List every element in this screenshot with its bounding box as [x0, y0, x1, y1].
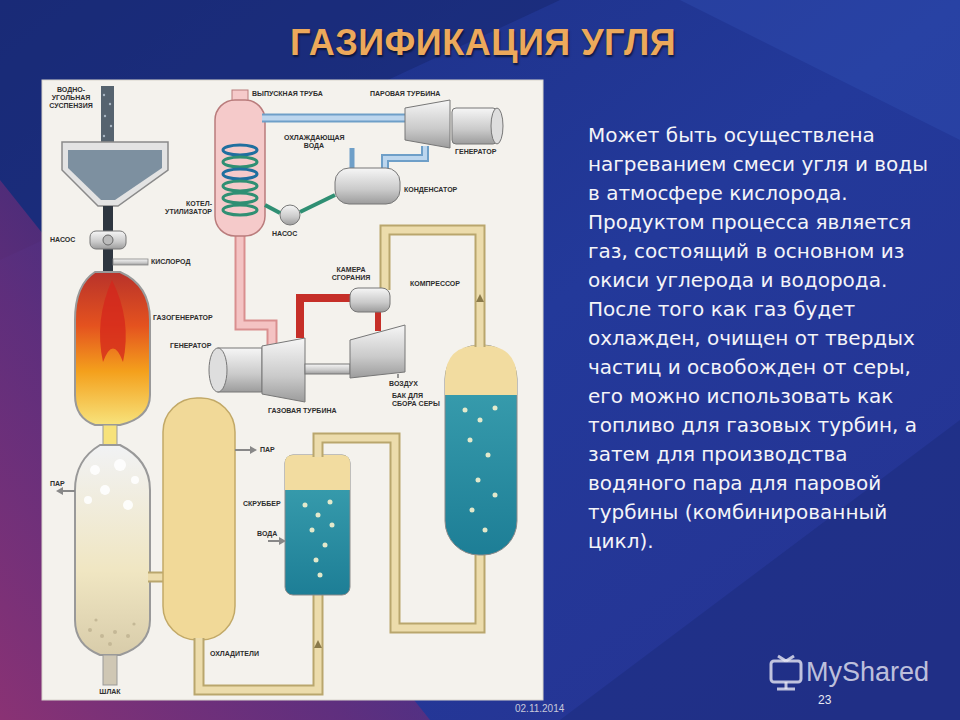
paragraph-text: Продуктом процесса является газ, состоящ…: [588, 208, 928, 295]
caption-label: ГЕНЕРАТОР: [170, 342, 211, 350]
caption-label: КОТЕЛ-УТИЛИЗАТОР: [160, 200, 212, 216]
text-column: Может быть осуществлена нагреванием смес…: [588, 121, 928, 556]
caption-label: ГАЗОГЕНЕРАТОР: [153, 314, 213, 322]
caption-label: НАСОС: [50, 236, 75, 244]
caption-label: КОМПРЕССОР: [410, 280, 460, 288]
caption-label: ГЕНЕРАТОР: [455, 148, 496, 156]
caption-label: ВЫПУСКНАЯ ТРУБА: [252, 90, 323, 98]
slide-title: ГАЗИФИКАЦИЯ УГЛЯ: [290, 22, 676, 64]
watermark: MyShared: [806, 656, 929, 688]
caption-label: ШЛАК: [98, 688, 122, 696]
paragraph-text: После того как газ будет охлажден, очище…: [588, 295, 928, 556]
caption-label: ОХЛАДИТЕЛИ: [210, 650, 259, 658]
slide-number: 23: [818, 693, 831, 707]
caption-label: КАМЕРА СГОРАНИЯ: [328, 266, 374, 282]
caption-label: ГАЗОВАЯ ТУРБИНА: [268, 407, 337, 415]
caption-label: ВОЗДУХ: [389, 380, 418, 388]
watermark-icon: [771, 656, 801, 689]
caption-label: ПАР: [50, 480, 65, 488]
caption-label: КОНДЕНСАТОР: [404, 186, 457, 194]
caption-label: ПАР: [260, 446, 275, 454]
paragraph-text: Может быть осуществлена нагреванием смес…: [588, 121, 928, 208]
caption-label: КИСЛОРОД: [151, 258, 190, 266]
caption-label: ОХЛАЖДАЮЩАЯ ВОДА: [284, 134, 344, 150]
caption-label: ВОДНО-УГОЛЬНАЯ СУСПЕНЗИЯ: [46, 86, 96, 110]
date-footer: 02.11.2014: [515, 703, 564, 715]
caption-label: ПАРОВАЯ ТУРБИНА: [370, 90, 440, 98]
caption-label: БАК ДЛЯ СБОРА СЕРЫ: [392, 392, 444, 408]
caption-label: ВОДА: [257, 530, 277, 538]
caption-label: СКРУББЕР: [243, 500, 281, 508]
caption-label: НАСОС: [272, 230, 297, 238]
